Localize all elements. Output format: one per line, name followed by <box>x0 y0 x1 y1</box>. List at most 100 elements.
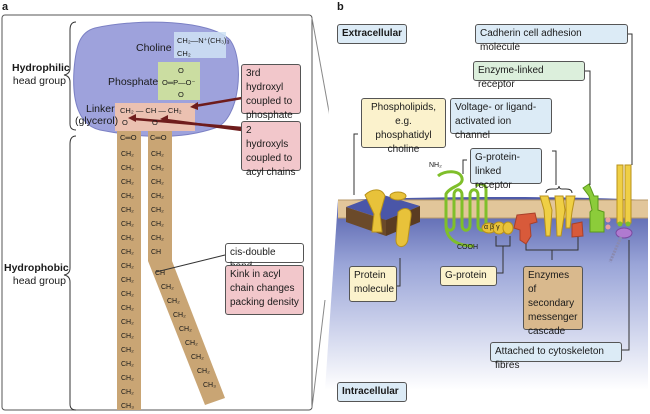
chain-unit: CH₂ <box>121 375 134 382</box>
chain-unit-kinked: CH₂ <box>185 340 198 347</box>
chain-unit: CH₂ <box>121 235 134 242</box>
label-line: Phospholipids, <box>370 102 437 113</box>
label-cadherin: Cadherin cell adhesion molecule <box>475 24 628 53</box>
linker-sublabel: (glycerol) <box>75 115 119 127</box>
arrow-hydroxyl-2 <box>165 118 243 132</box>
chain-unit: CH₂ <box>121 361 134 368</box>
label-cytoskeleton: Attached to cytoskeleton fibres <box>490 342 622 371</box>
callout-line: coupled to <box>246 96 293 107</box>
leader-lines <box>353 33 633 351</box>
chain-unit: CH₂ <box>121 151 134 158</box>
label-line: Voltage- or ligand- <box>455 102 537 113</box>
callout-line: coupled to <box>246 153 293 164</box>
chain-unit: CH₂ <box>151 235 164 242</box>
chain-unit-kinked: CH₂ <box>191 354 204 361</box>
panel-a-letter: a <box>2 1 9 13</box>
ion-channel-brace <box>545 185 573 194</box>
chain-unit: CH₂ <box>121 165 134 172</box>
hydrophobic-title: Hydrophobic <box>4 262 69 274</box>
callout-line: acyl chains <box>246 167 296 178</box>
label-protein-molecule: Protein molecule <box>349 266 397 302</box>
callout-line: phosphate <box>246 110 293 121</box>
chain-unit: CH₂ <box>151 207 164 214</box>
panel-b-letter: b <box>337 1 344 13</box>
enzyme-1 <box>513 212 538 245</box>
chain-unit: CH₂ <box>151 165 164 172</box>
chain-unit: CH₂ <box>121 263 134 270</box>
label-line: G-protein- <box>475 152 521 163</box>
hydrophilic-subtitle: head group <box>12 75 66 87</box>
chain-unit: CH₂ <box>151 193 164 200</box>
chain-unit-ch: CH <box>151 249 162 256</box>
protein-molecule-1 <box>364 189 386 233</box>
carbonyl-1: C═O <box>120 133 137 142</box>
choline-ch2: CH₂ <box>177 49 191 58</box>
callout-two-hydroxyls: 2 hydroxyls coupled to acyl chains <box>241 121 301 178</box>
label-line: Enzymes of <box>528 270 570 295</box>
chain-unit: CH₂ <box>151 221 164 228</box>
arrow-third-hydroxyl <box>194 96 243 108</box>
nh2-label: NH₂ <box>429 162 442 169</box>
extracellular-label: Extracellular <box>337 24 407 44</box>
chain-unit: CH₂ <box>121 347 134 354</box>
zoom-line-bottom <box>311 299 326 409</box>
acyl-chain-kinked <box>148 261 225 405</box>
linker-label: Linker <box>86 103 115 115</box>
acyl-chain-upper <box>148 131 172 261</box>
glycerol-formula: CH₂ — CH — CH₂ <box>120 106 182 115</box>
phosphate-region <box>158 62 200 100</box>
glycerol-o-1: O <box>122 118 128 127</box>
chain-unit-kinked: CH₃ <box>203 382 216 389</box>
label-line: linked receptor <box>475 166 512 191</box>
hydrophilic-label: Hydrophilic head group <box>12 62 70 88</box>
callout-line: 2 hydroxyls <box>246 125 289 150</box>
ion-channel <box>539 195 576 237</box>
label-line: messenger <box>528 312 578 323</box>
chain-unit: CH₂ <box>121 193 134 200</box>
gprotein-subunits-label: αβγ <box>484 224 502 231</box>
callout-line: chain changes <box>230 283 295 294</box>
chain-unit: CH₂ <box>121 291 134 298</box>
label-phospholipids: Phospholipids, e.g. phosphatidyl choline <box>361 98 446 155</box>
callout-kink: Kink in acyl chain changes packing densi… <box>225 265 304 315</box>
cadherin <box>608 164 633 263</box>
label-enzymes-cascade: Enzymes of secondary messenger cascade <box>523 266 583 337</box>
acyl-chain-straight <box>117 131 141 410</box>
g-protein-complex <box>481 221 514 235</box>
label-g-protein: G-protein <box>440 266 497 286</box>
label-gpcr: G-protein- linked receptor <box>470 148 542 191</box>
chain-unit: CH₂ <box>121 221 134 228</box>
hydrophilic-title: Hydrophilic <box>12 62 70 74</box>
label-line: choline <box>387 144 420 155</box>
label-line: activated ion channel <box>455 116 512 141</box>
chain-unit: CH₂ <box>151 151 164 158</box>
acyl-chain-1-units: CH₂ CH₂ CH₂ CH₂ CH₂ CH₂ CH₂ CH₂ CH₂ CH₂ CH₂ CH₂ CH₂ C… <box>121 148 134 414</box>
cytoplasm <box>325 197 648 390</box>
protein-molecule-2 <box>395 208 412 247</box>
callout-line: 3rd hydroxyl <box>246 68 284 93</box>
chain-unit-kinked: CH₂ <box>179 326 192 333</box>
label-line: Protein <box>354 270 386 281</box>
glycerol-o-2: O <box>152 118 158 127</box>
label-line: molecule <box>354 284 395 295</box>
hydrophilic-brace <box>63 21 77 131</box>
hydrophobic-subtitle: head group <box>12 275 66 287</box>
callout-line: packing density <box>230 297 299 308</box>
chain-unit: CH₂ <box>151 179 164 186</box>
chain-unit: CH₂ <box>121 389 134 396</box>
hydrophobic-brace <box>63 135 77 411</box>
linker-region <box>115 103 195 131</box>
chain-unit: CH₂ <box>121 277 134 284</box>
hydrophobic-label: Hydrophobic head group <box>4 262 69 288</box>
callout-line: Kink in acyl <box>230 269 281 280</box>
callout-cis-double-bond: cis-double bond <box>225 243 304 272</box>
enzyme-2 <box>571 221 584 238</box>
chain-unit: CH₂ <box>121 305 134 312</box>
chain-unit-kinked: CH₂ <box>173 312 186 319</box>
chain-unit: CH₂ <box>121 319 134 326</box>
cis-pointer-line <box>155 254 226 273</box>
phosphate-o-bottom: O <box>178 90 184 99</box>
label-line: secondary <box>528 298 575 309</box>
carbonyl-2: C═O <box>150 133 167 142</box>
choline-region <box>174 32 226 58</box>
